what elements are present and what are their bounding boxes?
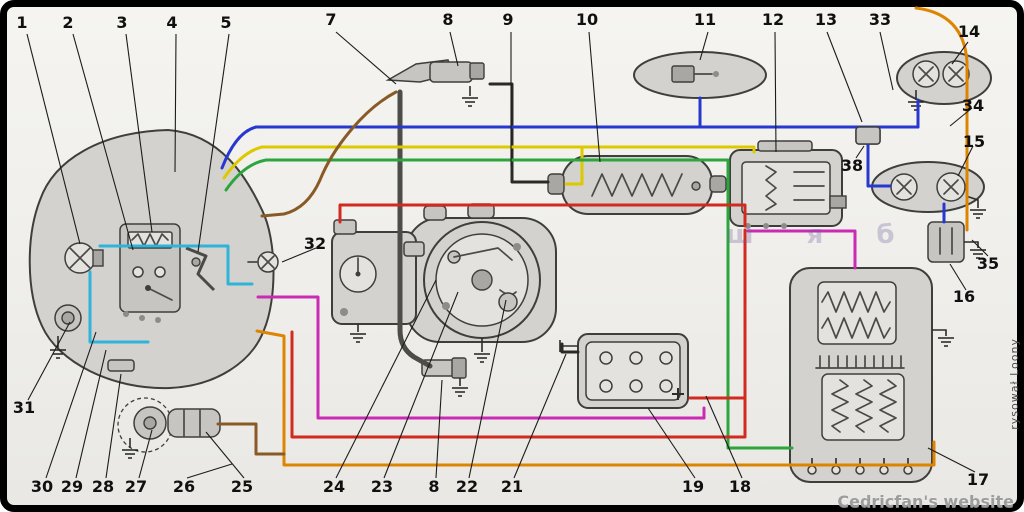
artist-credit: rysował Loony (1008, 338, 1021, 430)
callout-26: 26 (172, 477, 196, 496)
ignition-coil (547, 155, 727, 215)
callout-13: 13 (814, 10, 838, 29)
callout-38: 38 (840, 156, 864, 175)
callout-29: 29 (60, 477, 84, 496)
taillight-unit (729, 140, 847, 229)
callout-12: 12 (761, 10, 785, 29)
callout-24: 24 (322, 477, 346, 496)
callout-33: 33 (868, 10, 892, 29)
lamp-cluster-mid-right (871, 161, 987, 219)
callout-5: 5 (220, 13, 232, 32)
callout-35: 35 (976, 254, 1000, 273)
faint-watermark: ш я б (726, 220, 917, 250)
callout-28: 28 (91, 477, 115, 496)
junction-box-16 (927, 221, 987, 263)
headlamp-assembly (28, 128, 279, 390)
handlebar-switch (385, 59, 485, 107)
callout-17: 17 (966, 470, 990, 489)
callout-3: 3 (116, 13, 128, 32)
regulator-unit-17 (789, 267, 955, 483)
callout-16: 16 (952, 287, 976, 306)
callout-25: 25 (230, 477, 254, 496)
site-watermark: Cedricfan's website (837, 492, 1014, 511)
callout-18: 18 (728, 477, 752, 496)
callout-9: 9 (502, 10, 514, 29)
callout-10: 10 (575, 10, 599, 29)
callout-19: 19 (681, 477, 705, 496)
dynamo-unit (117, 397, 221, 459)
callout-1: 1 (16, 13, 28, 32)
callout-34: 34 (961, 96, 985, 115)
callout-2: 2 (62, 13, 74, 32)
callout-22: 22 (455, 477, 479, 496)
callout-8-bottom: 8 (428, 477, 440, 496)
wires-layer (88, 6, 969, 467)
magneto-assembly (405, 203, 557, 363)
callout-27: 27 (124, 477, 148, 496)
leader-lines (26, 31, 989, 479)
callout-30: 30 (30, 477, 54, 496)
callout-15: 15 (962, 132, 986, 151)
battery-junction-box (559, 333, 689, 409)
callout-23: 23 (370, 477, 394, 496)
engine-breaker-unit (331, 219, 425, 343)
callout-7: 7 (325, 10, 337, 29)
rear-lamp-oval (633, 51, 767, 99)
callout-8-top: 8 (442, 10, 454, 29)
callout-11: 11 (693, 10, 717, 29)
callout-14: 14 (957, 22, 981, 41)
callout-4: 4 (166, 13, 178, 32)
callout-21: 21 (500, 477, 524, 496)
spark-plug-bottom (421, 357, 469, 397)
callout-31: 31 (12, 398, 36, 417)
callout-32: 32 (303, 234, 327, 253)
